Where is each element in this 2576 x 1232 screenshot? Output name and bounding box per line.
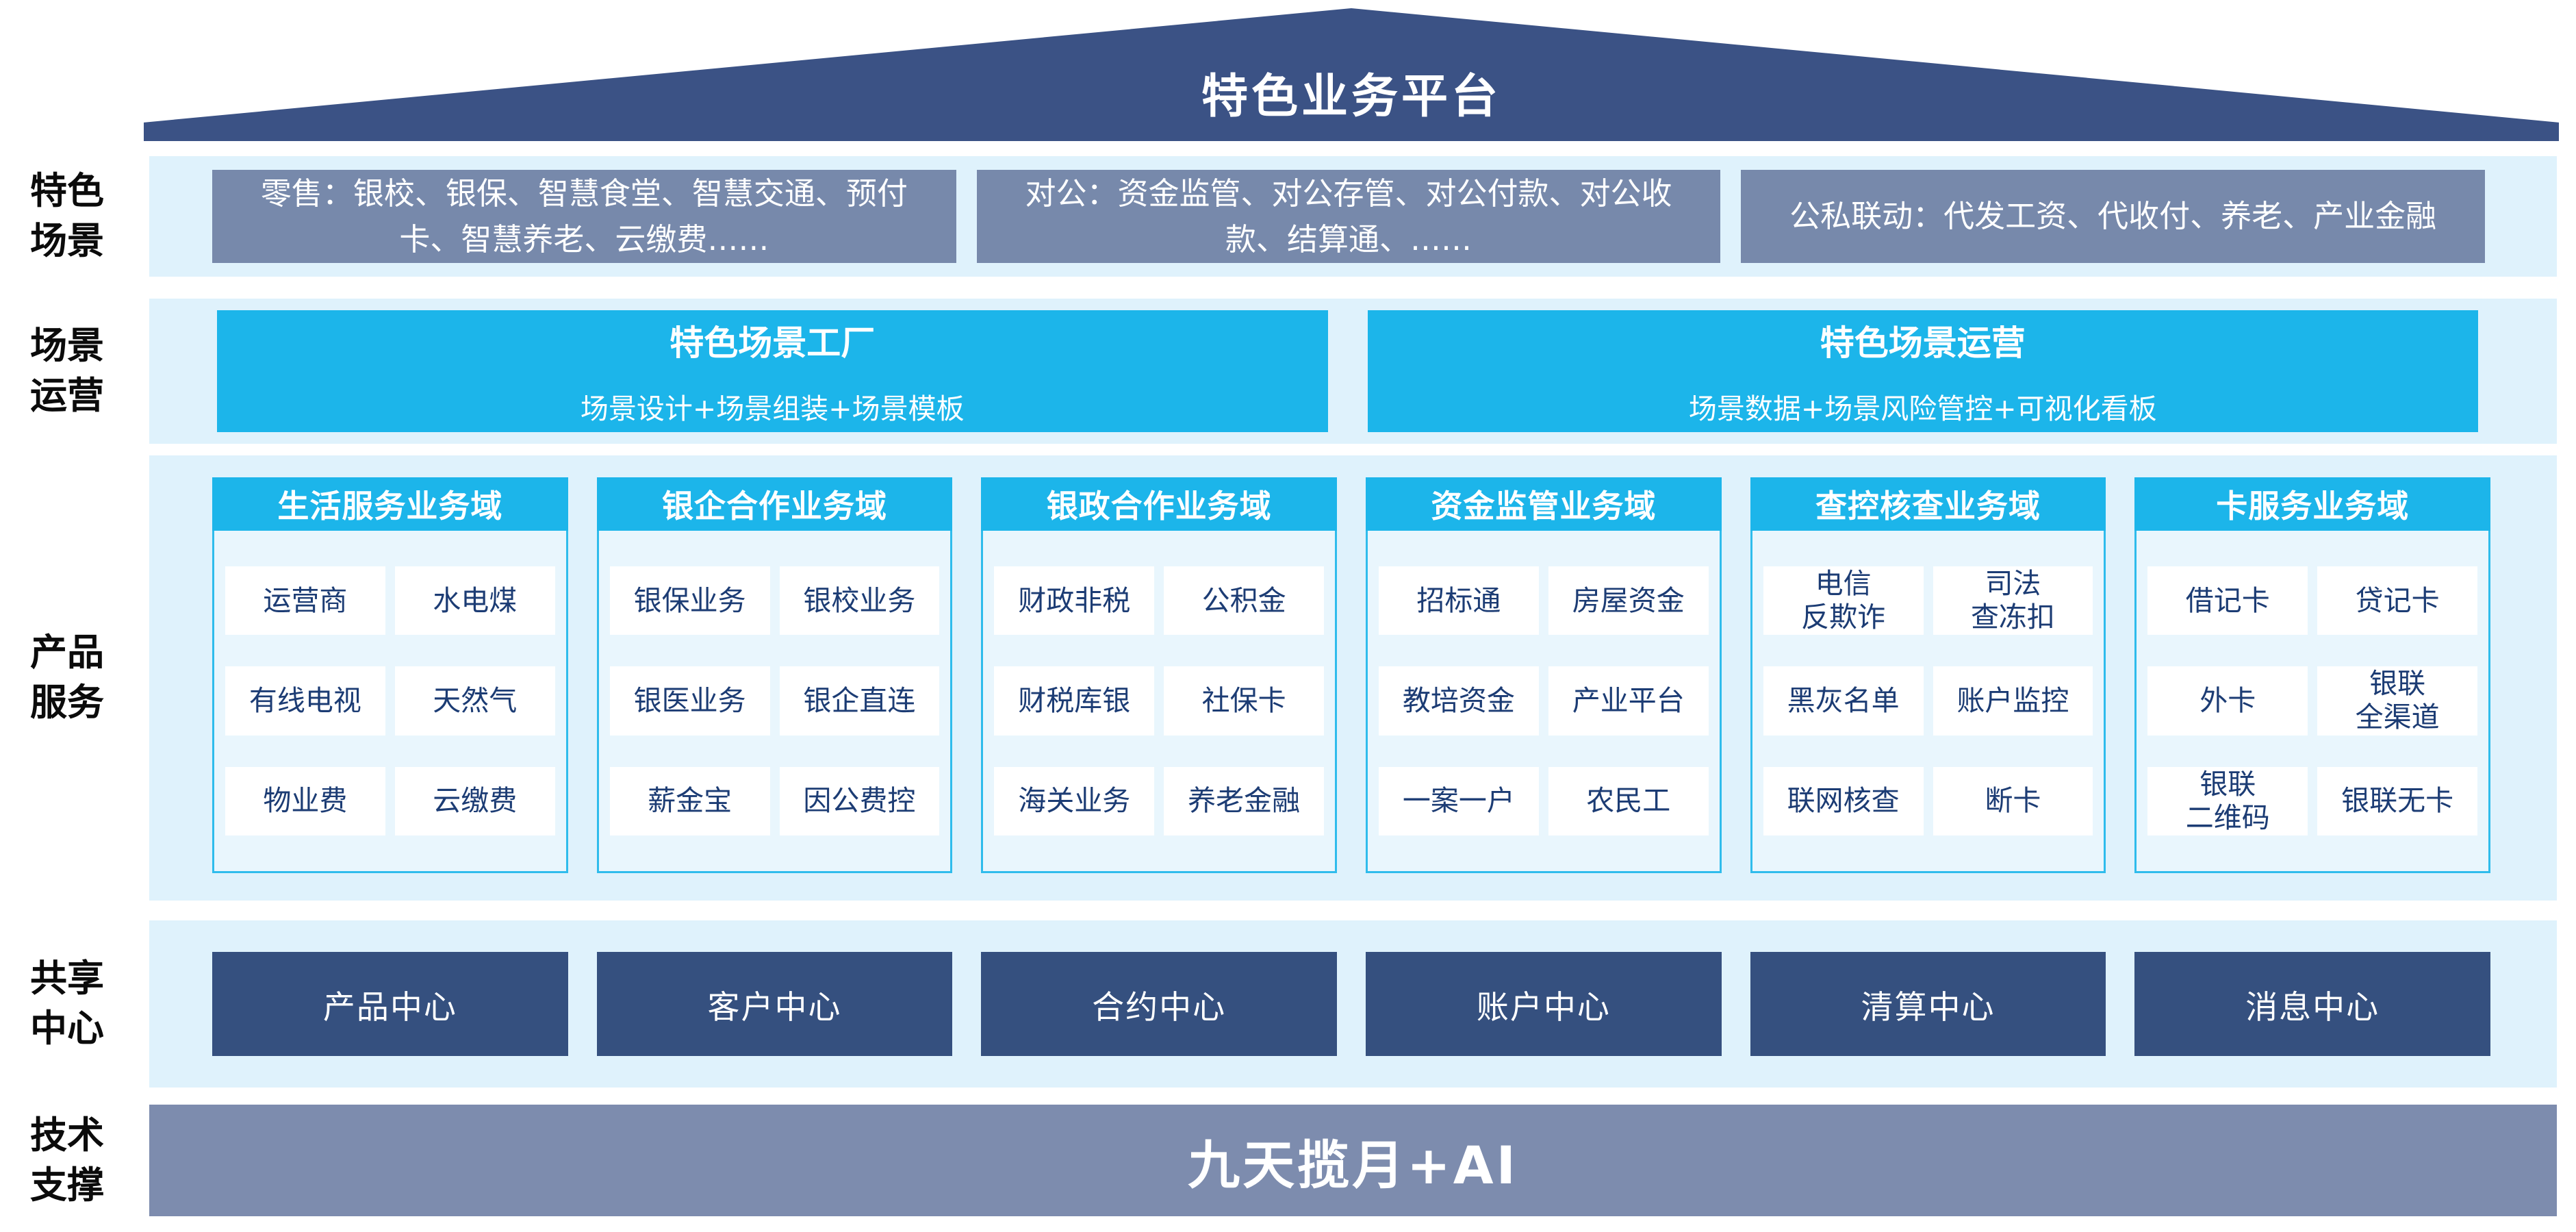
domain-body: 运营商 水电煤 有线电视 天然气 物业费 云缴费 (212, 531, 568, 873)
center-account: 账户中心 (1366, 952, 1722, 1056)
product-item: 司法 查冻扣 (1933, 566, 2093, 636)
domain-column-fund-supervision: 资金监管业务域 招标通 房屋资金 教培资金 产业平台 一案一户 农民工 (1366, 477, 1722, 873)
rail-label-operation: 场景 运营 (30, 324, 104, 417)
product-item: 公积金 (1164, 566, 1325, 636)
center-message: 消息中心 (2134, 952, 2491, 1056)
tech-support-bar: 九天揽月+AI (149, 1105, 2557, 1216)
product-item: 财税库银 (994, 666, 1155, 736)
product-item: 一案一户 (1379, 766, 1539, 835)
product-item: 断卡 (1933, 766, 2093, 835)
center-customer: 客户中心 (596, 952, 953, 1056)
product-item: 天然气 (394, 666, 555, 736)
center-contract: 合约中心 (981, 952, 1338, 1056)
product-item: 养老金融 (1164, 766, 1325, 835)
domain-header: 银企合作业务域 (596, 477, 953, 531)
product-item: 财政非税 (994, 566, 1155, 636)
domain-header: 银政合作业务域 (981, 477, 1338, 531)
product-item: 外卡 (2147, 666, 2308, 736)
scene-band: 零售：银校、银保、智慧食堂、智慧交通、预付卡、智慧养老、云缴费…… 对公：资金监… (149, 156, 2557, 277)
domain-column-bank-government: 银政合作业务域 财政非税 公积金 财税库银 社保卡 海关业务 养老金融 (981, 477, 1338, 873)
domain-column-card-service: 卡服务业务域 借记卡 贷记卡 外卡 银联 全渠道 银联 二维码 银联无卡 (2134, 477, 2491, 873)
domain-body: 借记卡 贷记卡 外卡 银联 全渠道 银联 二维码 银联无卡 (2134, 531, 2491, 873)
domain-header: 卡服务业务域 (2134, 477, 2491, 531)
product-item: 教培资金 (1379, 666, 1539, 736)
domain-body: 银保业务 银校业务 银医业务 银企直连 薪金宝 因公费控 (596, 531, 953, 873)
domain-column-inspection: 查控核查业务域 电信 反欺诈 司法 查冻扣 黑灰名单 账户监控 联网核查 断卡 (1750, 477, 2106, 873)
scene-box-corporate: 对公：资金监管、对公存管、对公付款、对公收款、结算通、…… (976, 170, 1721, 263)
product-item: 银联无卡 (2317, 766, 2478, 835)
product-item: 银联 二维码 (2147, 766, 2308, 835)
center-product: 产品中心 (212, 952, 568, 1056)
shared-centers-band: 产品中心 客户中心 合约中心 账户中心 清算中心 消息中心 (149, 920, 2557, 1088)
rail-label-tech: 技术 支撑 (30, 1113, 104, 1207)
scene-box-public-private: 公私联动：代发工资、代收付、养老、产业金融 (1741, 170, 2486, 263)
scene-factory-title: 特色场景工厂 (669, 323, 876, 363)
product-item: 银校业务 (779, 566, 940, 636)
product-item: 产业平台 (1548, 666, 1709, 736)
product-item: 运营商 (225, 566, 385, 636)
product-item: 云缴费 (394, 766, 555, 835)
product-item: 招标通 (1379, 566, 1539, 636)
product-item: 贷记卡 (2317, 566, 2478, 636)
platform-title: 特色业务平台 (1201, 70, 1501, 124)
scene-factory-box: 特色场景工厂 场景设计+场景组装+场景模板 (217, 310, 1328, 432)
scene-operation-box: 特色场景运营 场景数据+场景风险管控+可视化看板 (1367, 310, 2478, 432)
operation-band: 特色场景工厂 场景设计+场景组装+场景模板 特色场景运营 场景数据+场景风险管控… (149, 299, 2557, 444)
product-item: 房屋资金 (1548, 566, 1709, 636)
domain-header: 查控核查业务域 (1750, 477, 2106, 531)
product-item: 账户监控 (1933, 666, 2093, 736)
tech-support-bar-text: 九天揽月+AI (1188, 1134, 1518, 1196)
products-band: 生活服务业务域 运营商 水电煤 有线电视 天然气 物业费 云缴费 银企合作业务域… (149, 455, 2557, 901)
scene-box-retail: 零售：银校、银保、智慧食堂、智慧交通、预付卡、智慧养老、云缴费…… (212, 170, 956, 263)
domain-column-life-service: 生活服务业务域 运营商 水电煤 有线电视 天然气 物业费 云缴费 (212, 477, 568, 873)
domain-header: 资金监管业务域 (1366, 477, 1722, 531)
product-item: 社保卡 (1164, 666, 1325, 736)
domain-header: 生活服务业务域 (212, 477, 568, 531)
product-item: 银保业务 (609, 566, 770, 636)
product-item: 电信 反欺诈 (1763, 566, 1924, 636)
scene-operation-subtitle: 场景数据+场景风险管控+可视化看板 (1688, 392, 2157, 425)
product-item: 黑灰名单 (1763, 666, 1924, 736)
product-item: 海关业务 (994, 766, 1155, 835)
product-item: 水电煤 (394, 566, 555, 636)
product-item: 薪金宝 (609, 766, 770, 835)
product-item: 联网核查 (1763, 766, 1924, 835)
product-item: 银联 全渠道 (2317, 666, 2478, 736)
product-item: 物业费 (225, 766, 385, 835)
roof-banner: 特色业务平台 (144, 8, 2559, 141)
product-item: 因公费控 (779, 766, 940, 835)
scene-factory-subtitle: 场景设计+场景组装+场景模板 (580, 392, 965, 425)
domain-column-bank-enterprise: 银企合作业务域 银保业务 银校业务 银医业务 银企直连 薪金宝 因公费控 (596, 477, 953, 873)
rail-label-products: 产品 服务 (30, 631, 104, 724)
domain-body: 招标通 房屋资金 教培资金 产业平台 一案一户 农民工 (1366, 531, 1722, 873)
domain-body: 财政非税 公积金 财税库银 社保卡 海关业务 养老金融 (981, 531, 1338, 873)
product-item: 银企直连 (779, 666, 940, 736)
domain-body: 电信 反欺诈 司法 查冻扣 黑灰名单 账户监控 联网核查 断卡 (1750, 531, 2106, 873)
center-clearing: 清算中心 (1750, 952, 2106, 1056)
rail-label-shared: 共享 中心 (30, 957, 104, 1050)
product-item: 借记卡 (2147, 566, 2308, 636)
product-item: 有线电视 (225, 666, 385, 736)
product-item: 银医业务 (609, 666, 770, 736)
product-item: 农民工 (1548, 766, 1709, 835)
scene-operation-title: 特色场景运营 (1820, 323, 2026, 363)
rail-label-scene: 特色 场景 (30, 169, 104, 262)
